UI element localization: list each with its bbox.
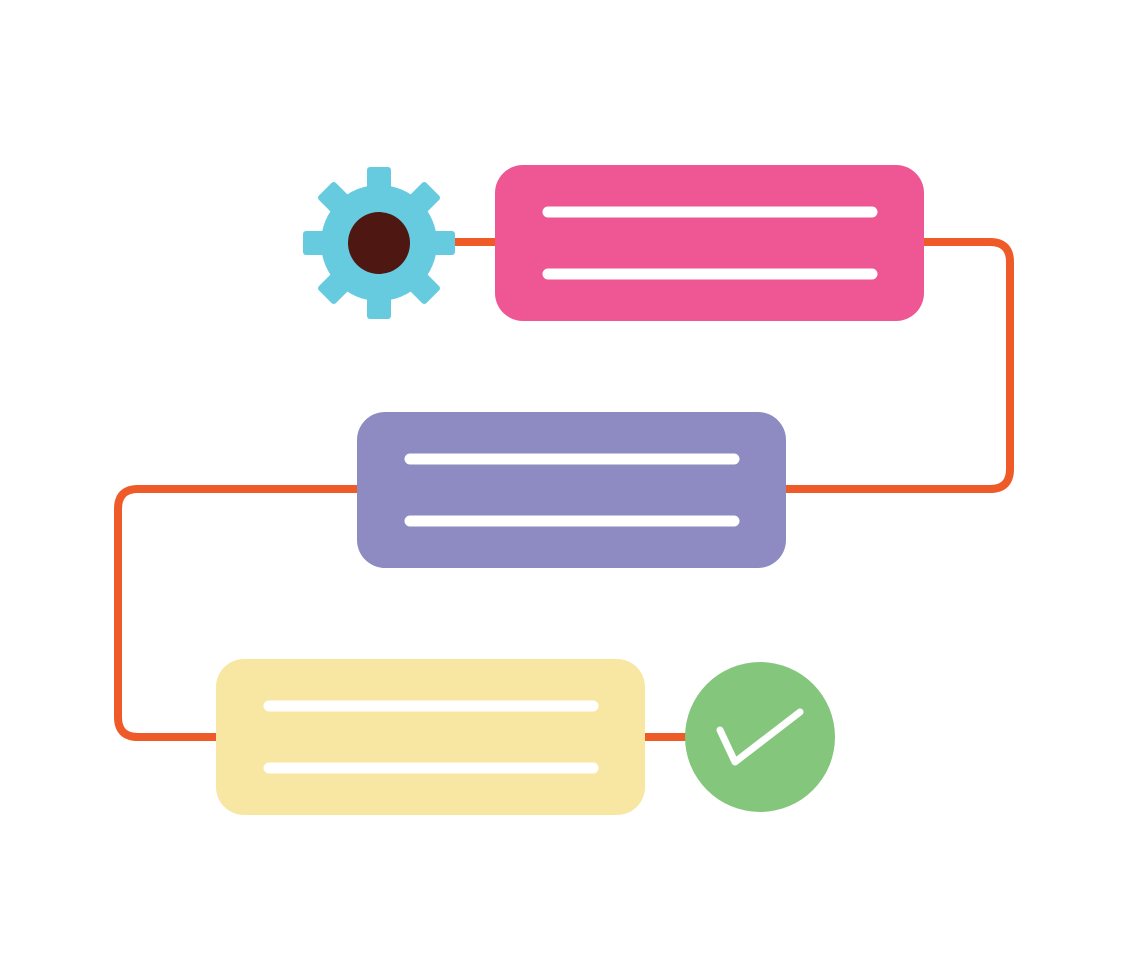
step-box-2 xyxy=(357,412,786,568)
connector-lines xyxy=(114,238,1014,741)
step-box-1 xyxy=(495,165,924,321)
step-box-1-body xyxy=(495,165,924,321)
check-circle xyxy=(685,662,835,812)
step-box-3-body xyxy=(216,659,645,815)
gear-icon xyxy=(303,167,455,319)
connector-step-1-to-step-2 xyxy=(780,238,1014,493)
step-box-2-body xyxy=(357,412,786,568)
step-box-3 xyxy=(216,659,645,815)
connector-step-2-to-step-3 xyxy=(114,485,360,741)
gear-teeth xyxy=(303,167,455,319)
checkmark-icon xyxy=(685,662,835,812)
check-mark xyxy=(716,708,804,766)
gear-hub xyxy=(348,212,410,274)
